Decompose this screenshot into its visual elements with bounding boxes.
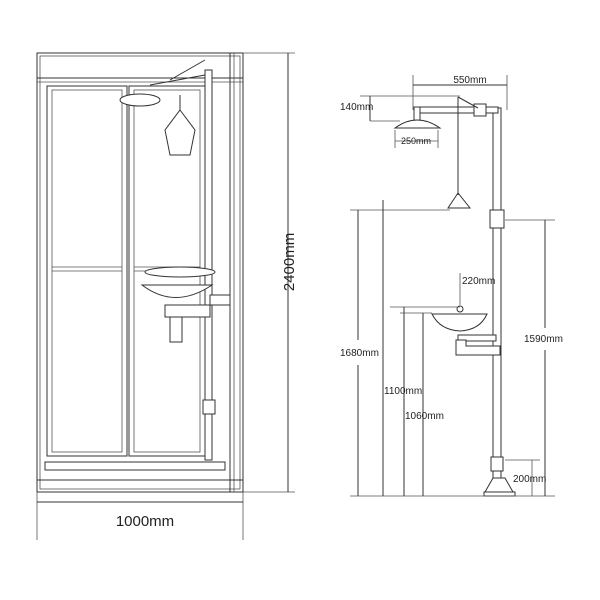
side-dimensions: 550mm 140mm 250mm 1680mm 1590mm 220mm 11… <box>340 75 563 497</box>
vertical-pipe <box>492 107 502 491</box>
base-plate <box>483 491 516 497</box>
pull-handle <box>164 109 196 156</box>
shower-head <box>119 93 161 107</box>
head-drop-label: 140mm <box>340 102 373 113</box>
supply-pipe <box>204 69 213 461</box>
cabinet-frame <box>36 52 244 493</box>
eyewash-offset-label: 220mm <box>462 276 495 287</box>
height-label: 2400mm <box>281 233 298 291</box>
pull-triangle <box>447 192 472 209</box>
head-diameter-label: 250mm <box>401 136 431 146</box>
door-left <box>46 85 128 457</box>
bowl-rim-height-label: 1100mm <box>384 386 422 397</box>
pull-handle-height-label: 1680mm <box>340 348 379 359</box>
eyewash-bowl <box>431 313 488 332</box>
shower-valve <box>489 209 505 229</box>
valve-height-label: 1590mm <box>524 334 563 345</box>
side-view-fixture <box>393 96 516 497</box>
eyewash-bowl <box>140 284 214 298</box>
shower-head <box>393 119 442 129</box>
front-view-cabinet <box>36 52 244 493</box>
foot-valve <box>490 456 504 472</box>
foot-valve-height-label: 200mm <box>513 474 546 485</box>
bowl-height-label: 1060mm <box>405 411 444 422</box>
front-dimensions: 2400mm 1000mm <box>36 52 298 540</box>
foot-valve <box>202 399 216 415</box>
eyewash-valve <box>457 334 497 342</box>
width-label: 1000mm <box>116 513 174 530</box>
arm-length-label: 550mm <box>453 75 486 86</box>
eyewash-bowl-top <box>144 266 216 278</box>
